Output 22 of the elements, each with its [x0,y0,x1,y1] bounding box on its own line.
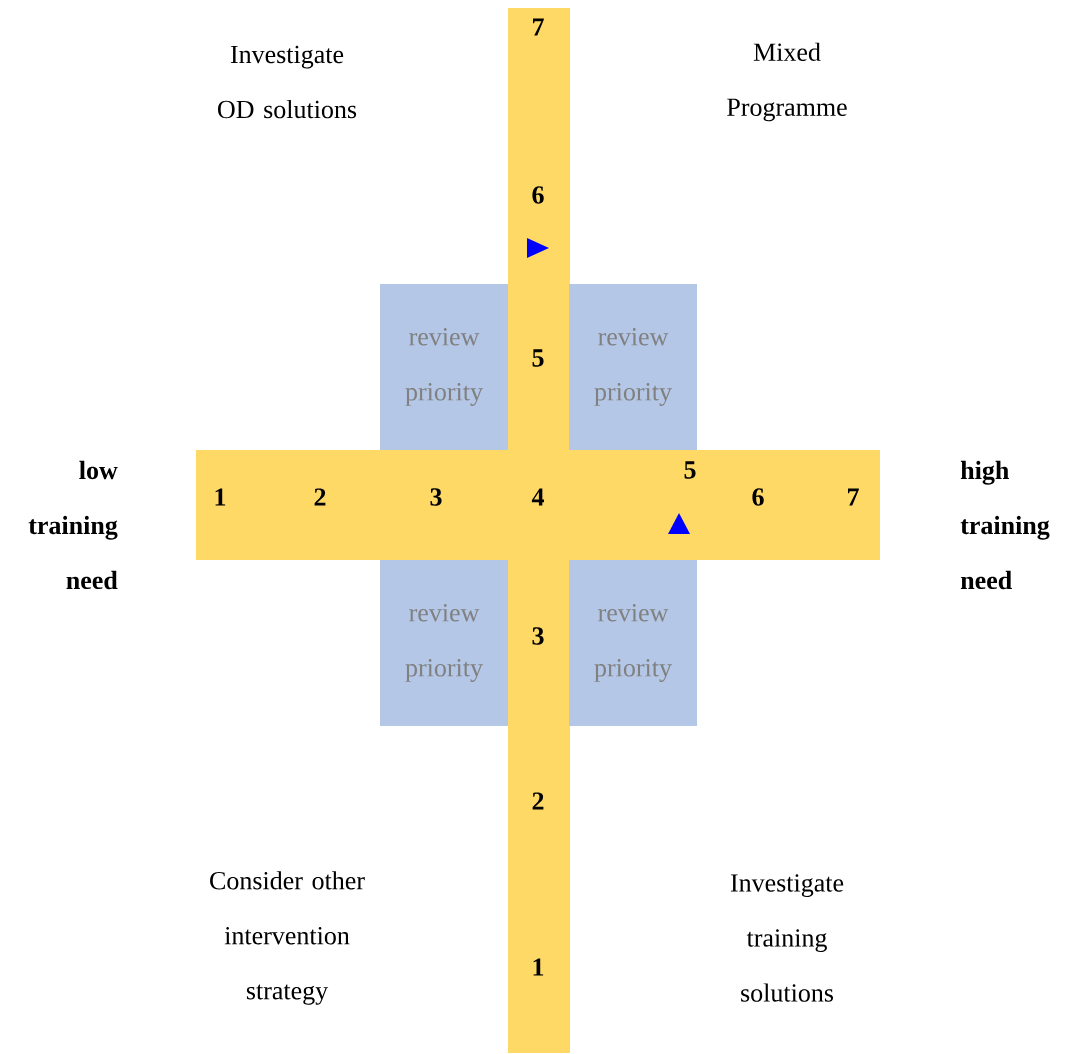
quadrant-label: Investigate OD solutions [218,45,357,119]
axis-label: low training need [28,460,118,590]
scale-number: 6 [532,186,544,204]
scale-number: 5 [532,349,544,367]
review-box: review priority [569,560,697,726]
review-box: review priority [380,560,508,726]
review-box: review priority [380,284,508,450]
scale-number: 1 [215,488,226,506]
quadrant-label: Consider other intervention strategy [210,871,365,1005]
quadrant-label: Investigate training solutions [730,874,844,1002]
scale-number: 3 [532,627,544,645]
scale-number: 6 [752,488,764,506]
scale-number: 7 [848,488,859,506]
scale-number: 1 [533,958,544,976]
scale-number: 2 [532,792,544,810]
axis-label: high training need [960,460,1050,590]
scale-number: 4 [531,488,544,506]
scale-number: 2 [314,488,326,506]
scale-number: 3 [430,488,442,506]
review-box: review priority [569,284,697,450]
scale-number: 7 [533,18,544,36]
quadrant-label: Mixed Programme [727,42,847,122]
